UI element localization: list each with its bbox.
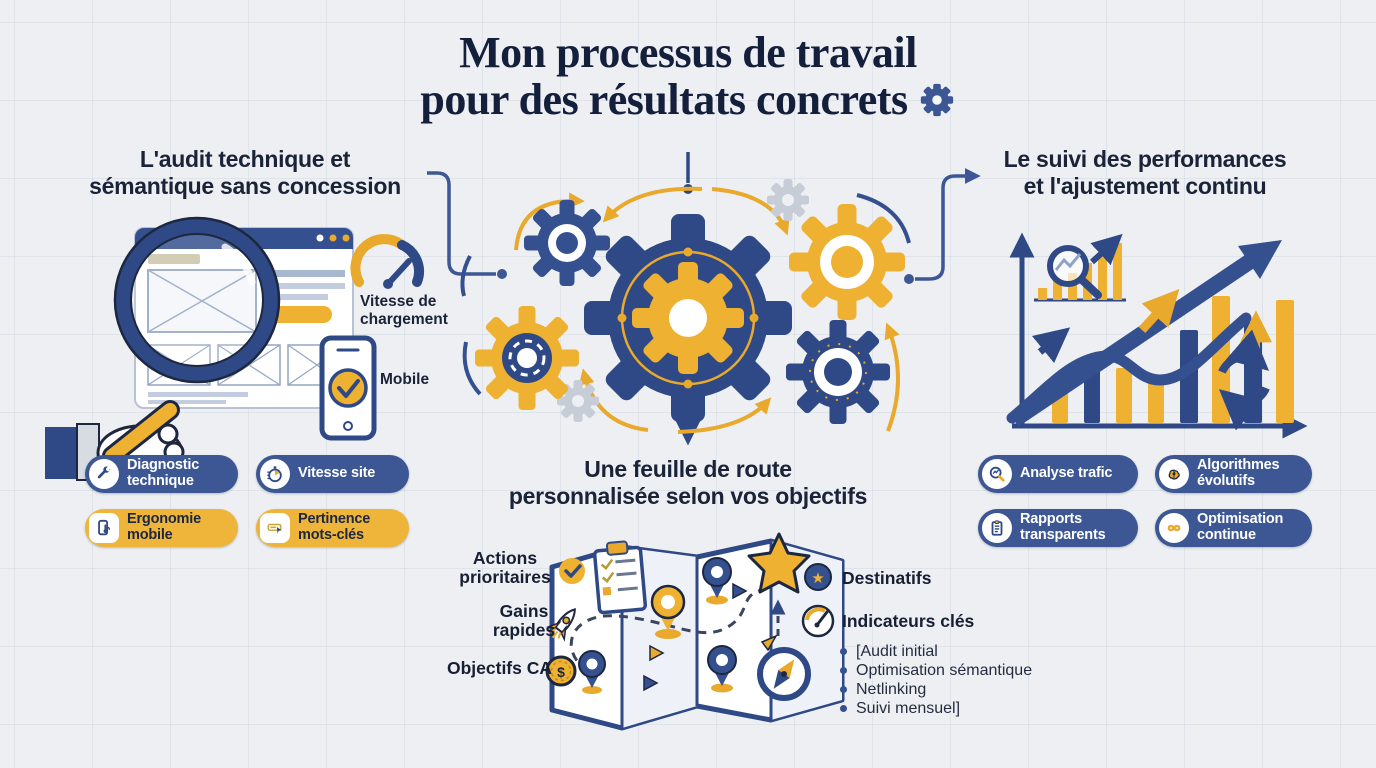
magnifier-chart-icon xyxy=(982,459,1012,489)
checklist-clipboard-icon xyxy=(592,540,648,615)
mobile-check-icon xyxy=(319,335,377,441)
chart-wavy-line xyxy=(1006,312,1252,424)
clipboard-icon xyxy=(982,513,1012,543)
check-circle-icon xyxy=(559,558,585,584)
star-circle-icon: ★ xyxy=(804,563,832,591)
list-item: Netlinking xyxy=(840,681,1032,700)
gear-left-yellow-icon xyxy=(475,306,579,410)
decor-arcs xyxy=(460,186,911,434)
suivi-heading: Le suivi des performances et l'ajustemen… xyxy=(1003,146,1287,199)
list-item: Optimisation sémantique xyxy=(840,662,1032,681)
map-pin-icon xyxy=(650,584,686,639)
audit-connector-line xyxy=(427,171,507,279)
badge-analyse-trafic: Analyse trafic xyxy=(978,455,1138,493)
bullet-dot xyxy=(840,667,847,674)
page-title-line1: Mon processus de travail xyxy=(459,28,917,77)
svg-text:★: ★ xyxy=(811,569,824,587)
page-title: Mon processus de travail pour des résult… xyxy=(0,28,1376,124)
roadmap-label-objectifs: Objectifs CA xyxy=(446,658,553,678)
gray-gear-icon xyxy=(557,179,809,422)
gear-main-icon xyxy=(584,214,792,422)
suivi-connector-line xyxy=(904,168,981,284)
gear-icon xyxy=(920,83,953,117)
audit-heading: L'audit technique et sémantique sans con… xyxy=(89,146,401,199)
refresh-cycle-icon xyxy=(1218,329,1270,431)
chart-yellow-arrow xyxy=(1138,289,1180,334)
svg-text:$: $ xyxy=(557,664,565,680)
roadmap-label-gains: Gains rapides xyxy=(492,601,556,641)
speed-callout-label: Vitesse de chargement xyxy=(360,293,448,328)
map-pin-icon xyxy=(578,650,606,694)
star-icon xyxy=(747,532,811,594)
infinity-icon xyxy=(1159,513,1189,543)
bullet-dot xyxy=(840,686,847,693)
roadmap-bullet-list: [Audit initial Optimisation sémantique N… xyxy=(840,643,1032,719)
roadmap-map-illustration: $ ★ xyxy=(545,532,845,731)
map-pin-icon xyxy=(702,557,732,605)
badge-vitesse-site: Vitesse site xyxy=(256,455,409,493)
gear-bottomright-blue-icon xyxy=(786,320,890,424)
keyword-icon xyxy=(260,513,290,543)
gears-illustration xyxy=(460,179,911,434)
compass-icon xyxy=(757,647,811,701)
roadmap-label-actions: Actions prioritaires xyxy=(459,548,551,588)
wrench-icon xyxy=(89,459,119,489)
roadmap-heading: Une feuille de route personnalisée selon… xyxy=(508,456,868,509)
roadmap-label-destinatifs: Destinatifs xyxy=(842,568,932,588)
map-route xyxy=(569,588,763,674)
stopwatch-icon xyxy=(260,459,290,489)
roadmap-label-indicateurs: Indicateurs clés xyxy=(842,611,975,631)
list-item: Suivi mensuel] xyxy=(840,700,1032,719)
rocket-icon xyxy=(545,608,576,642)
audit-illustration xyxy=(45,216,424,490)
bullet-dot xyxy=(840,648,847,655)
magnifier-icon xyxy=(113,216,281,384)
map-pin-icon xyxy=(707,645,737,693)
mobile-touch-icon xyxy=(89,513,119,543)
brain-icon xyxy=(1159,459,1189,489)
speed-gauge-icon xyxy=(350,234,424,289)
coin-icon: $ xyxy=(545,655,577,687)
mobile-callout-label: Mobile xyxy=(380,371,430,388)
performance-chart-illustration xyxy=(1006,232,1308,439)
gauge-circle-icon xyxy=(801,604,835,638)
gear-topright-yellow-icon xyxy=(789,204,905,320)
chart-small-arrow xyxy=(1031,327,1071,364)
bullet-dot xyxy=(840,705,847,712)
list-item: [Audit initial xyxy=(840,643,1032,662)
chart-big-arrow xyxy=(1009,240,1282,427)
gear-small-blue-icon xyxy=(524,200,610,286)
mini-chart-magnifier-icon xyxy=(1034,233,1126,302)
page-title-line2: pour des résultats concrets xyxy=(420,74,908,124)
